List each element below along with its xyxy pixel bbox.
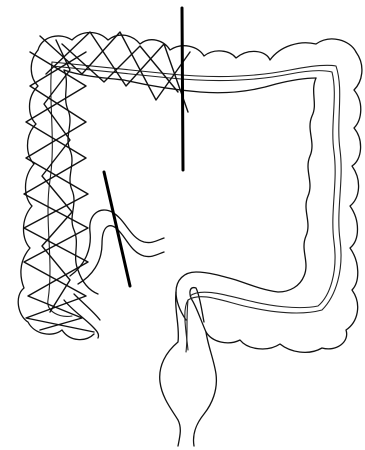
mesh-wave-f [62,44,178,92]
rectum-right-edge [193,332,216,446]
colon-outer-contour [18,33,362,353]
rectum-left-edge [160,292,181,446]
transverse-colon-bottom-edge [64,70,316,93]
ileum-lower-edge [78,226,164,284]
transection-line-ileum [104,172,130,286]
ileum-upper-edge [70,210,164,276]
colon-inner-lumen [48,62,341,350]
mesh-wave-e [46,32,188,112]
rectum [160,292,217,446]
descending-colon-inner-edge [176,78,316,320]
mesh-wave-b [24,52,88,330]
ascending-colon-inner-edge [64,70,98,294]
lumen-line-a [52,62,341,350]
transection-line-transverse [182,8,183,170]
lumen-line-b [52,66,335,308]
